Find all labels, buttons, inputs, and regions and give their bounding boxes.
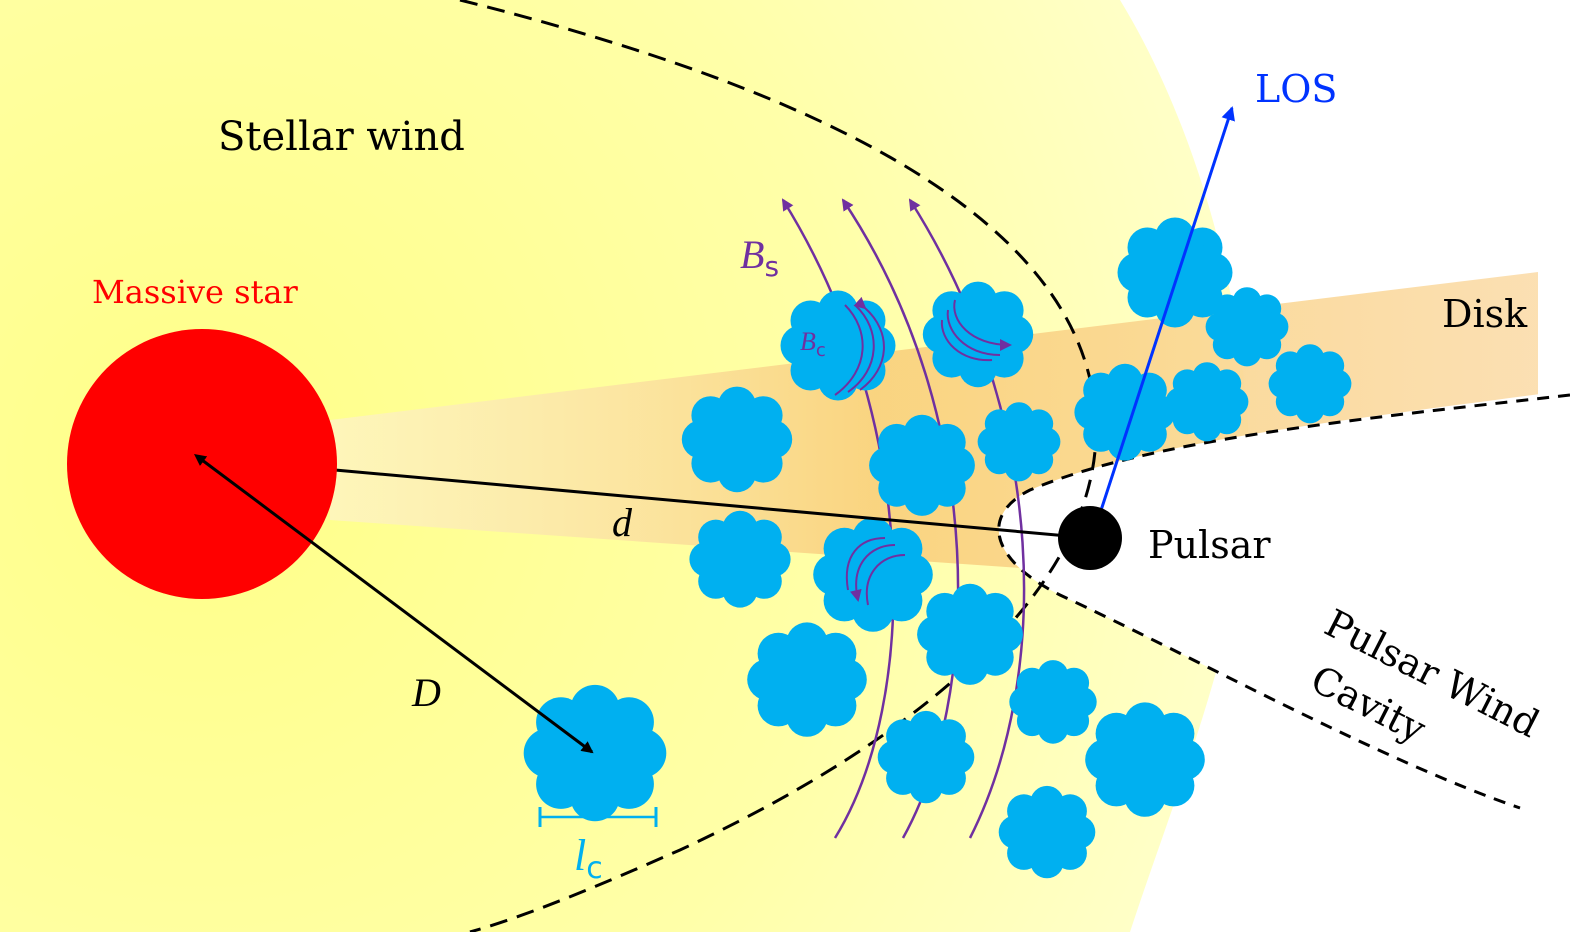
distance-D-arrow xyxy=(193,454,594,754)
clump xyxy=(977,402,1061,482)
clump-field-loops xyxy=(834,296,1012,606)
clump xyxy=(917,583,1023,685)
bc-symbol-main: B xyxy=(800,327,816,356)
D-symbol: D xyxy=(411,670,441,715)
d-symbol: d xyxy=(612,500,633,545)
lc-symbol-main: l xyxy=(574,831,586,880)
clump xyxy=(1268,344,1352,424)
bs-symbol-main: B xyxy=(740,232,764,277)
pulsar-wind-cavity-region xyxy=(998,390,1570,830)
clump xyxy=(681,386,793,493)
clump xyxy=(780,290,896,401)
los-label: LOS xyxy=(1255,67,1337,111)
clump xyxy=(1165,362,1249,442)
stellar-wind-label: Stellar wind xyxy=(218,114,465,160)
clump xyxy=(813,517,933,632)
lc-symbol-sub: c xyxy=(586,851,603,886)
clump xyxy=(1205,287,1289,367)
massive-star xyxy=(67,329,337,599)
los-arrow xyxy=(1090,106,1235,539)
pulsar xyxy=(1058,506,1122,570)
clump xyxy=(1085,702,1205,817)
clump xyxy=(1074,363,1176,461)
bs-symbol: Bs xyxy=(740,232,779,283)
bs-symbol-sub: s xyxy=(764,250,779,283)
clump xyxy=(689,510,791,608)
clump xyxy=(998,785,1096,879)
massive-star-label: Massive star xyxy=(92,273,298,311)
clump xyxy=(1009,660,1097,744)
disk-label: Disk xyxy=(1442,292,1528,336)
clump xyxy=(922,281,1034,388)
clump xyxy=(869,414,975,516)
clump xyxy=(523,684,667,822)
clump xyxy=(877,710,975,804)
bc-symbol-sub: c xyxy=(816,340,826,361)
clump xyxy=(747,622,867,737)
bc-symbol: Bc xyxy=(800,327,826,361)
pulsar-label: Pulsar xyxy=(1148,523,1271,567)
lc-symbol: lc xyxy=(574,831,603,886)
